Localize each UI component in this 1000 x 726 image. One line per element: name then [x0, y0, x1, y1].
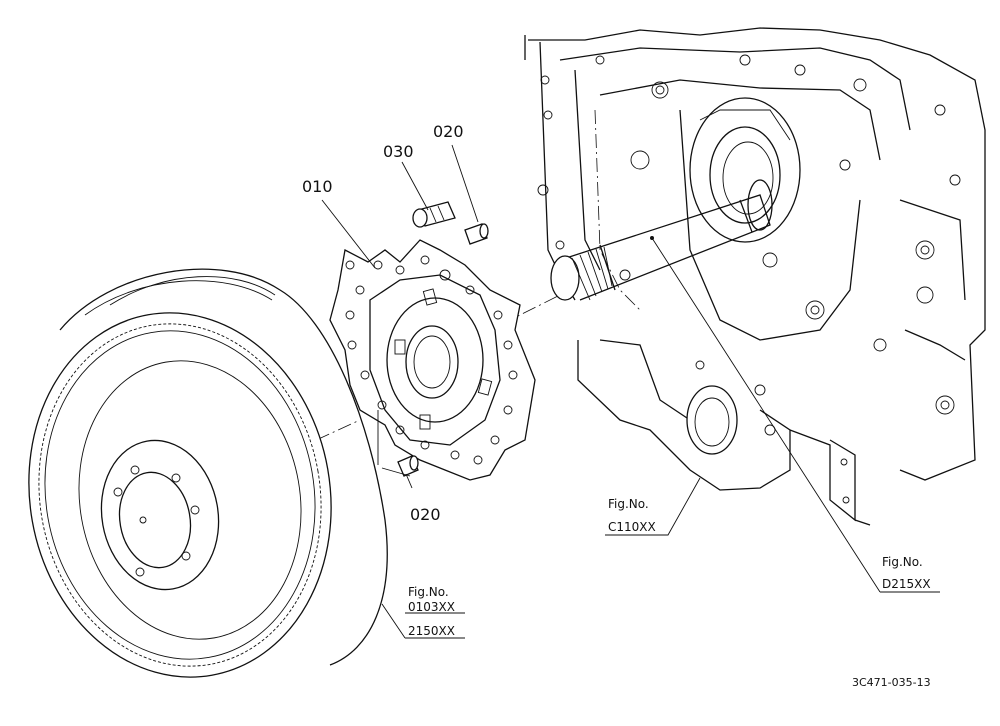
flywheel — [28, 268, 388, 678]
clutch-disc — [329, 239, 536, 481]
leader-030 — [401, 161, 429, 211]
leader-020-top — [451, 144, 479, 223]
callout-010: 010 — [302, 177, 333, 196]
housing-ref-line2: C110XX — [608, 520, 656, 534]
bolt-030 — [412, 201, 456, 228]
leader-020-bottom — [405, 473, 413, 489]
callout-020-bottom: 020 — [410, 505, 441, 524]
clutch-housing — [524, 27, 986, 526]
dowel-pin-bottom — [397, 455, 419, 477]
shaft-ref-line1: Fig.No. — [882, 555, 923, 569]
drawing-code: 3C471-035-13 — [852, 676, 931, 689]
input-shaft — [550, 179, 773, 301]
dowel-pin-top — [464, 223, 489, 245]
leader-010 — [321, 199, 376, 269]
leader-flywheel-ref — [381, 603, 465, 639]
flywheel-ref-line1: Fig.No. — [408, 585, 449, 599]
leader-shaft-ref — [651, 237, 940, 593]
housing-ref-line1: Fig.No. — [608, 497, 649, 511]
leader-guides — [377, 410, 411, 477]
flywheel-ref-line2: 0103XX — [408, 600, 455, 614]
callout-030: 030 — [383, 142, 414, 161]
shaft-ref-line2: D215XX — [882, 577, 931, 591]
flywheel-ref-line3: 2150XX — [408, 624, 455, 638]
callout-020-top: 020 — [433, 122, 464, 141]
leader-housing-ref — [605, 477, 701, 536]
